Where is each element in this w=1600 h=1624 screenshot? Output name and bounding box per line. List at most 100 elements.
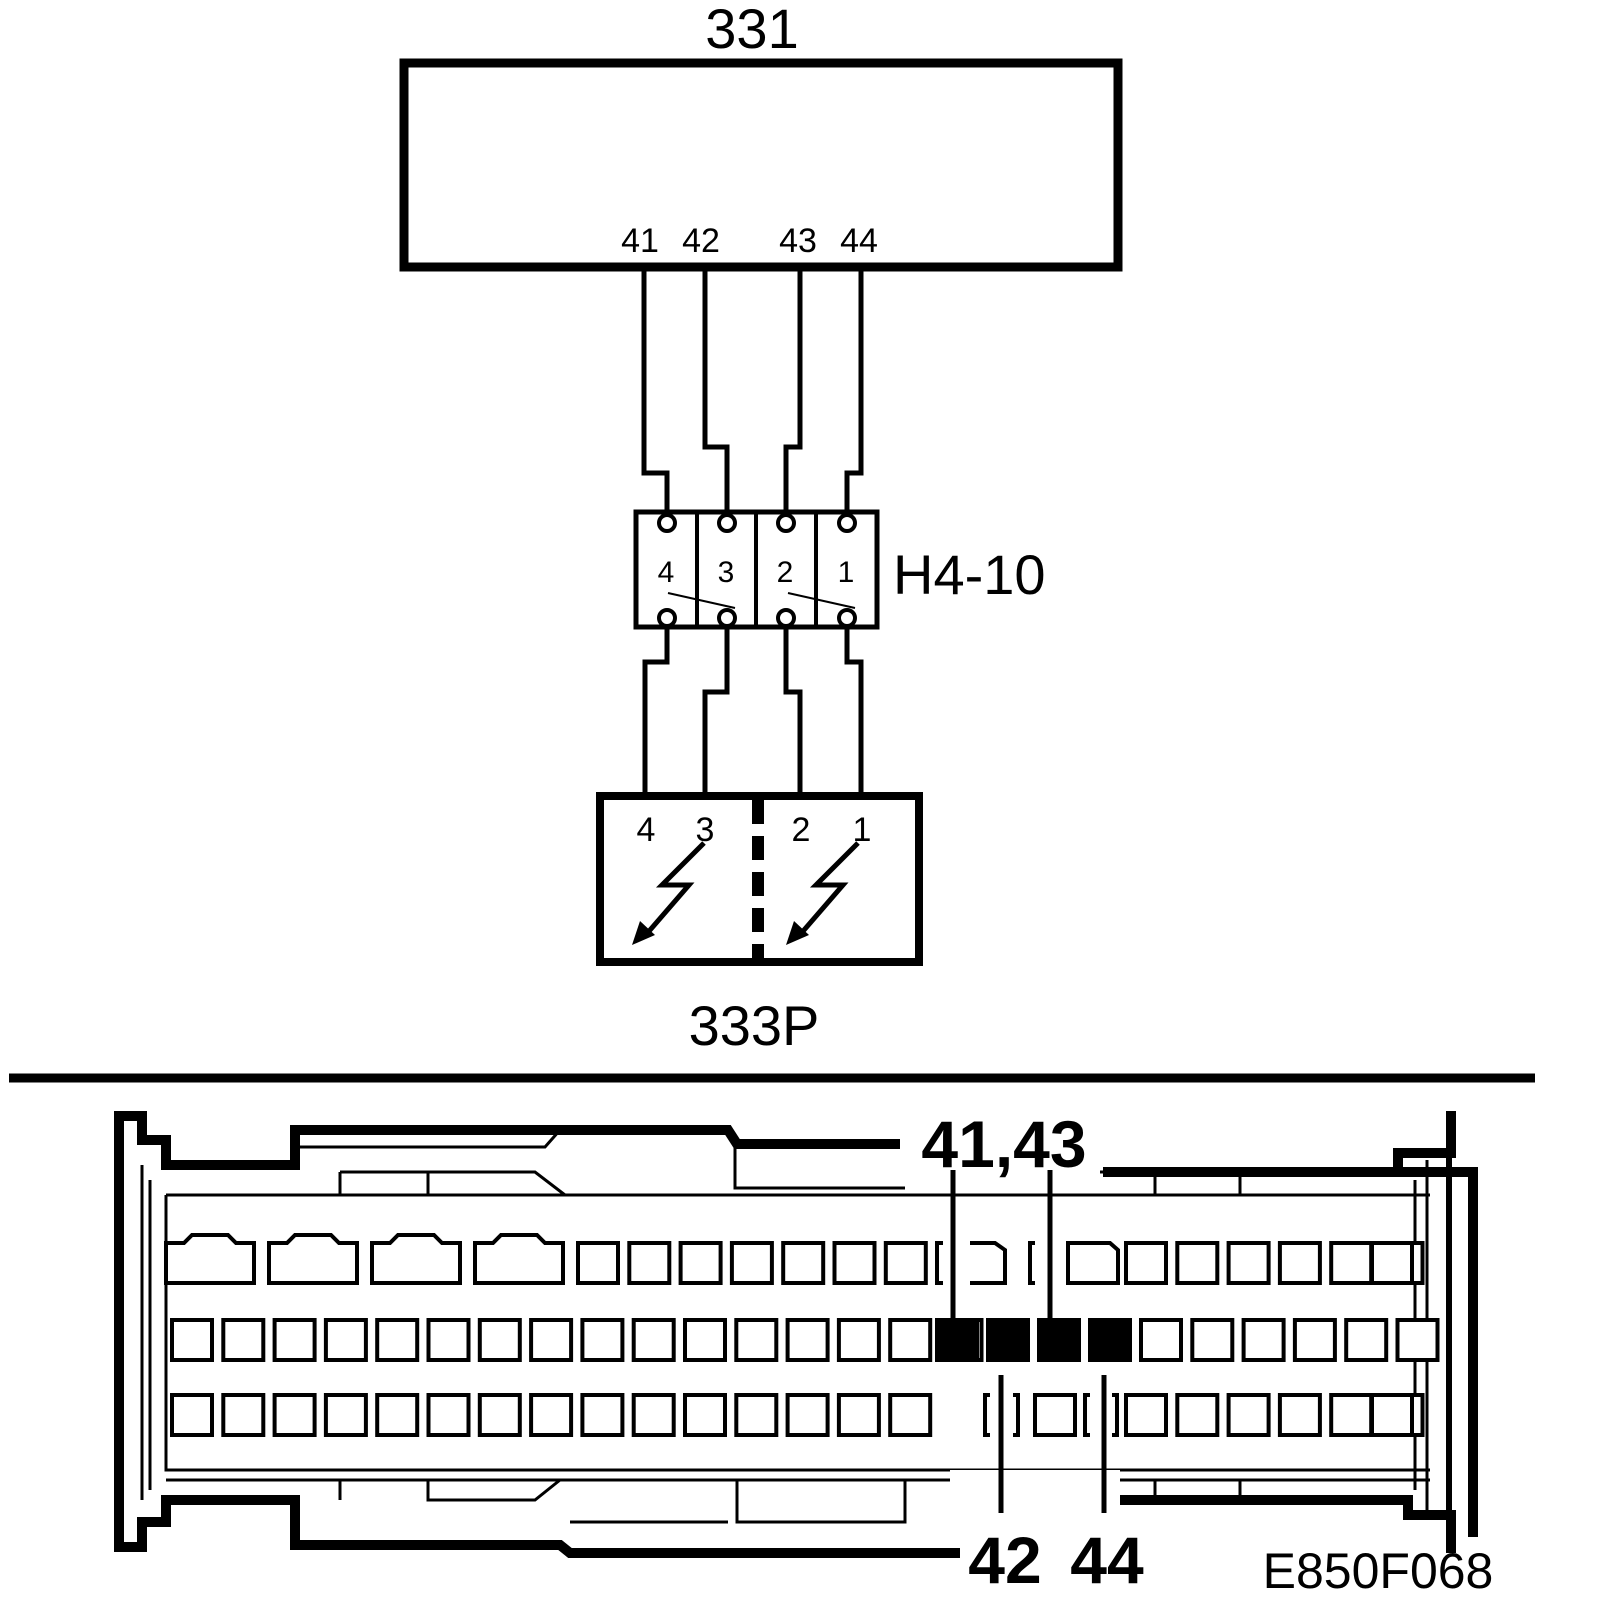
component-333p-label: 333P: [689, 994, 820, 1057]
lightning-arrow-icon: [632, 841, 706, 945]
cavity: [734, 1318, 779, 1362]
pin-43-label: 43: [779, 222, 817, 260]
cavity-filled: [1088, 1318, 1132, 1362]
cavity: [1241, 1318, 1286, 1362]
cavity-partial: [935, 1241, 943, 1285]
cavity-grid: [164, 1233, 1440, 1437]
cavity: [683, 1393, 727, 1437]
h4-10-slot-1: 1: [838, 556, 855, 589]
pin-42-label: 42: [682, 222, 720, 260]
cavity: [1190, 1318, 1235, 1362]
cavity: [888, 1393, 933, 1437]
cavity-partial: [1028, 1241, 1035, 1285]
cavity: [375, 1393, 420, 1437]
cavity: [272, 1318, 317, 1362]
wire-42-upper: [702, 267, 730, 516]
wire-4-lower: [642, 626, 670, 793]
component-333p-box: 4 3 2 1: [596, 792, 923, 966]
cavity-filled: [1037, 1318, 1081, 1362]
cavity: [323, 1318, 368, 1362]
wire-41-upper: [641, 267, 670, 516]
cavity: [1066, 1241, 1120, 1285]
callout-44: 44: [1070, 1523, 1144, 1597]
cavity: [426, 1393, 471, 1437]
wire-43-upper: [783, 267, 803, 516]
cavity: [1395, 1318, 1440, 1362]
cavity: [170, 1318, 214, 1362]
cavity: [836, 1318, 881, 1362]
cavity: [426, 1318, 471, 1362]
wire-3-lower: [702, 626, 730, 793]
cavity-partial: [1083, 1393, 1090, 1437]
cavity-partial: [970, 1241, 1007, 1285]
cavity: [1329, 1241, 1374, 1285]
h4-10-label: H4-10: [893, 543, 1046, 606]
pin-41-label: 41: [621, 222, 659, 260]
wide-cavity: [164, 1233, 256, 1285]
cavity-partial: [983, 1393, 990, 1437]
h4-10-slot-4: 4: [658, 556, 675, 589]
wire-44-upper: [844, 267, 864, 516]
cavity: [1139, 1318, 1183, 1362]
cavity: [1033, 1393, 1077, 1437]
cavity: [529, 1318, 574, 1362]
component-331-label: 331: [705, 0, 798, 60]
cavity-partial: [1013, 1393, 1020, 1437]
333p-pin-2: 2: [792, 811, 811, 849]
cavity: [734, 1393, 779, 1437]
h4-10-connector: 4 3 2 1 H4-10: [633, 509, 1046, 630]
cavity: [323, 1393, 368, 1437]
cavity: [1277, 1241, 1322, 1285]
pin-44-label: 44: [840, 222, 878, 260]
cavity: [477, 1393, 522, 1437]
wires-lower: [642, 626, 864, 793]
cavity: [1226, 1241, 1271, 1285]
callout-42: 42: [968, 1523, 1041, 1597]
cavity: [1124, 1393, 1168, 1437]
cavity: [1344, 1318, 1389, 1362]
cavity: [1292, 1318, 1337, 1362]
cavity: [1370, 1241, 1414, 1285]
cavity: [1329, 1393, 1374, 1437]
cavity: [1175, 1241, 1220, 1285]
cavity: [170, 1393, 214, 1437]
333p-pin-4: 4: [637, 811, 656, 849]
wire-2-lower: [783, 626, 803, 793]
cavity: [883, 1241, 928, 1285]
connector-face-view: 41,43 42 44: [114, 1107, 1478, 1597]
cavity: [1124, 1241, 1168, 1285]
cavity: [272, 1393, 317, 1437]
cavity: [781, 1241, 826, 1285]
cavity: [1175, 1393, 1220, 1437]
cavity: [888, 1318, 933, 1362]
cavity: [785, 1393, 830, 1437]
cavity: [683, 1318, 727, 1362]
component-331-box: [399, 58, 1123, 272]
cavity: [1226, 1393, 1271, 1437]
figure-code: E850F068: [1263, 1543, 1494, 1599]
cavity-filled: [935, 1318, 979, 1362]
cavity: [631, 1318, 676, 1362]
lightning-arrow-icon: [786, 841, 860, 945]
cavity: [785, 1318, 830, 1362]
cavity: [221, 1393, 266, 1437]
wide-cavity: [473, 1233, 565, 1285]
cavity: [477, 1318, 522, 1362]
333p-pin-1: 1: [853, 811, 872, 849]
schematic: 331 41 42 43 44 4 3: [399, 0, 1123, 1057]
cavity: [529, 1393, 574, 1437]
cavity: [631, 1393, 676, 1437]
cavity: [1277, 1393, 1322, 1437]
wide-cavity: [267, 1233, 359, 1285]
cavity: [580, 1318, 625, 1362]
cavity-partial: [1112, 1393, 1119, 1437]
cavity: [580, 1393, 625, 1437]
wires-upper: [641, 267, 864, 516]
wide-cavity: [370, 1233, 462, 1285]
cavity: [627, 1241, 672, 1285]
cavity-filled: [986, 1318, 1030, 1362]
cavity: [375, 1318, 420, 1362]
wire-1-lower: [844, 626, 864, 793]
h4-10-slot-3: 3: [718, 556, 735, 589]
